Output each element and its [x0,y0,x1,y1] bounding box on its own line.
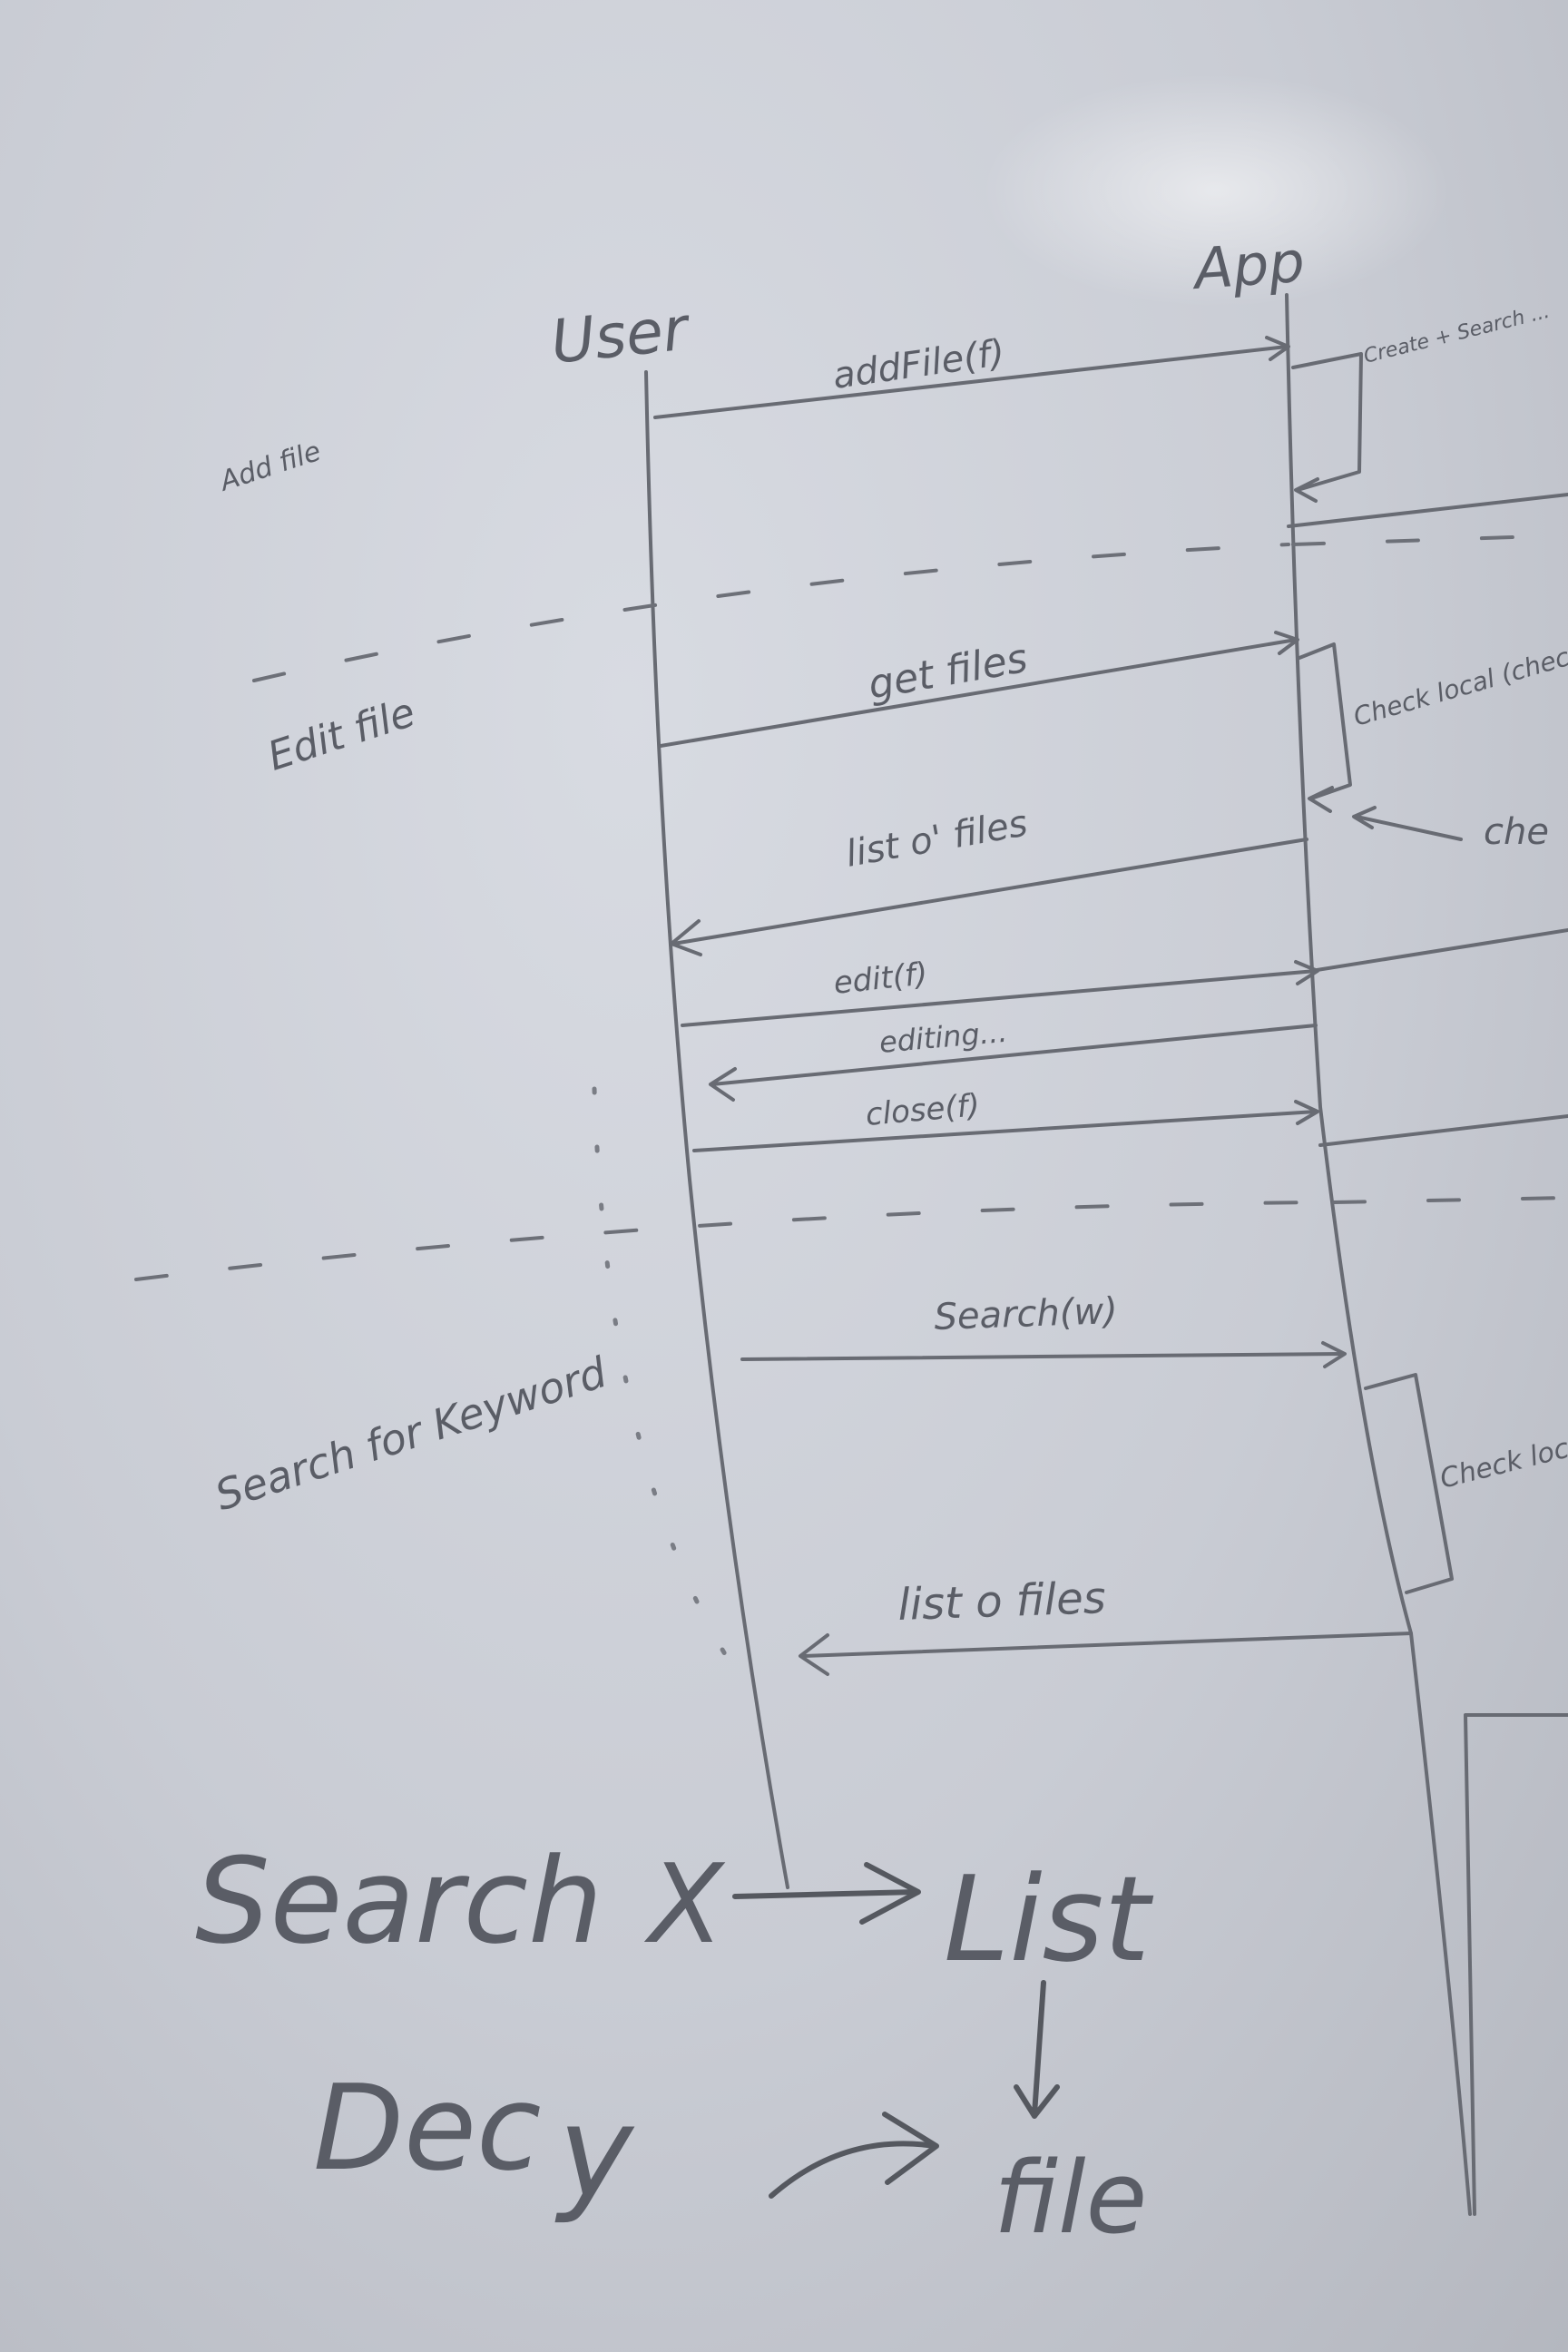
arrow-add-file [653,345,1289,419]
arrow-edit [681,969,1318,1027]
app-lifeline [1285,293,1472,2216]
divider-2-right [1332,1196,1568,1204]
arrow-check-left [1355,815,1463,841]
arrow-get-files [659,638,1298,748]
arrowhead-edit [1294,960,1319,985]
arrow-list-files-1 [671,838,1308,946]
section-edit-file: Edit file [262,690,421,780]
flow-x: X [643,1842,726,1968]
arrowhead-check-left [1352,806,1377,829]
msg-search: Search(w) [934,1290,1119,1338]
flow-arrowhead-down [1014,2084,1060,2119]
arrowhead-add-file [1265,336,1290,361]
divider-1-right [1291,534,1568,546]
partial-box [1464,1713,1568,2216]
dotted-guide [592,1086,756,1700]
flow-list: List [944,1850,1153,1988]
flow-arrow-down [1032,1980,1046,2117]
light-glare [980,73,1452,309]
note-check-arrow: che [1484,811,1549,853]
arrow-editing [710,1024,1318,1086]
flow-arrowhead-2 [882,2112,939,2185]
activation-create [1291,352,1363,492]
flow-file: file [994,2140,1147,2256]
svg-text:Search for Keyword: Search for Keyword [210,1348,613,1520]
arrow-close [692,1110,1318,1152]
msg-list-files-1: list o' files [843,802,1031,875]
flow-arrowhead-1 [859,1862,921,1925]
arrow-search [740,1352,1345,1361]
arrowhead-close [1294,1100,1319,1125]
activation-check-local-1 [1298,642,1352,800]
divider-2 [134,1200,1327,1281]
flow-arrow-2 [769,2141,937,2199]
arrowhead-create-return [1294,477,1319,503]
msg-editing: editing... [877,1014,1008,1060]
line-right-2 [1309,928,1568,973]
line-right-1 [1287,493,1568,528]
msg-edit: edit(f) [832,956,929,1002]
arrow-list-files-2 [801,1632,1413,1658]
section-add-file: Add file [214,436,324,498]
line-right-3 [1318,1114,1568,1147]
flow-search: Search [195,1832,603,1970]
arrowhead-get-files [1274,631,1299,655]
user-lifeline [644,370,789,1889]
participant-user: User [548,293,695,377]
participant-app: App [1189,229,1307,303]
msg-close: close(f) [864,1087,981,1133]
arrowhead-editing [709,1067,737,1102]
divider-1 [252,543,1290,682]
flow-dec: Dec [313,2059,542,2197]
note-check-local-1: Check local (check [1350,637,1568,731]
arrowhead-search [1321,1341,1347,1368]
flow-y: y [554,2079,635,2227]
svg-text:Edit file: Edit file [262,690,421,780]
flow-arrow-1 [732,1889,919,1899]
arrowhead-list-files-1 [670,919,702,956]
svg-text:Add file: Add file [214,436,324,498]
arrowhead-check-local-1 [1308,786,1334,813]
note-create-search: Create + Search ... [1361,300,1552,368]
msg-list-files-2: list o files [897,1573,1106,1631]
note-check-local-2: Check local [1436,1426,1568,1495]
section-search-keyword: Search for Keyword [210,1348,613,1520]
arrowhead-list-files-2 [799,1633,829,1676]
activation-check-local-2 [1364,1373,1454,1594]
